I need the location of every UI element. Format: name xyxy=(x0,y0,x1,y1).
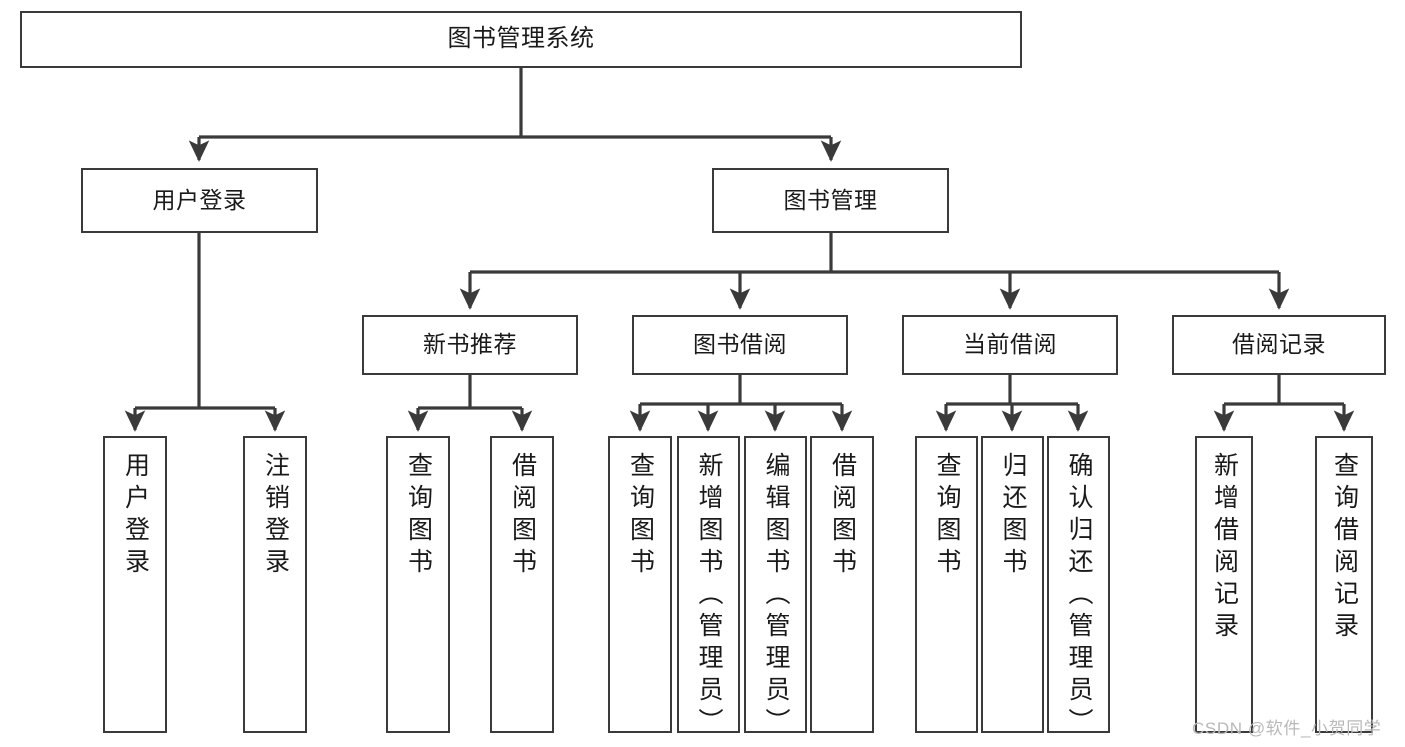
node-label: 用户登录 xyxy=(152,186,247,213)
node-label: 图书借阅 xyxy=(693,331,787,358)
node-label: 新书推荐 xyxy=(423,331,517,358)
csdn-watermark: CSDN @软件_小贺同学 xyxy=(1192,719,1382,738)
node-label: 图书管理 xyxy=(783,186,878,213)
leaf-book-borrow-edit-book-admin[interactable]: 编辑图书（管理员） xyxy=(744,436,807,740)
node-new-book-recommend[interactable]: 新书推荐 xyxy=(362,315,578,375)
node-label: 新增借阅记录 xyxy=(1210,452,1239,644)
node-label: 确认归还（管理员） xyxy=(1065,452,1093,740)
node-user-login[interactable]: 用户登录 xyxy=(81,168,318,233)
leaf-borrow-record-add-record[interactable]: 新增借阅记录 xyxy=(1195,436,1253,733)
leaf-new-book-borrow-book[interactable]: 借阅图书 xyxy=(490,436,554,733)
node-label: 新增图书（管理员） xyxy=(695,452,723,740)
node-borrow-record[interactable]: 借阅记录 xyxy=(1172,315,1386,375)
leaf-current-borrow-confirm-return-admin[interactable]: 确认归还（管理员） xyxy=(1047,436,1110,740)
leaf-book-borrow-add-book-admin[interactable]: 新增图书（管理员） xyxy=(677,436,740,740)
leaf-book-borrow-query-book[interactable]: 查询图书 xyxy=(608,436,672,733)
node-label: 查询图书 xyxy=(626,452,655,580)
node-book-borrow[interactable]: 图书借阅 xyxy=(632,315,848,375)
node-root-book-management-system[interactable]: 图书管理系统 xyxy=(20,11,1022,68)
node-label: 查询图书 xyxy=(933,452,961,580)
node-label: 借阅记录 xyxy=(1232,331,1326,358)
node-label: 归还图书 xyxy=(999,452,1027,580)
node-label: 用户登录 xyxy=(121,452,150,580)
leaf-user-login-login[interactable]: 用户登录 xyxy=(103,436,167,733)
leaf-new-book-query-book[interactable]: 查询图书 xyxy=(386,436,450,733)
leaf-borrow-record-query-record[interactable]: 查询借阅记录 xyxy=(1315,436,1373,733)
leaf-current-borrow-query-book[interactable]: 查询图书 xyxy=(915,436,978,733)
leaf-current-borrow-return-book[interactable]: 归还图书 xyxy=(981,436,1044,733)
node-label: 查询图书 xyxy=(404,452,433,580)
node-label: 编辑图书（管理员） xyxy=(762,452,790,740)
node-current-borrow[interactable]: 当前借阅 xyxy=(902,315,1118,375)
node-label: 查询借阅记录 xyxy=(1330,452,1359,644)
node-label: 图书管理系统 xyxy=(447,25,595,53)
node-label: 借阅图书 xyxy=(508,452,537,580)
leaf-book-borrow-borrow-book[interactable]: 借阅图书 xyxy=(810,436,874,733)
node-label: 注销登录 xyxy=(261,452,290,580)
node-label: 借阅图书 xyxy=(828,452,857,580)
node-label: 当前借阅 xyxy=(963,331,1057,358)
node-book-management[interactable]: 图书管理 xyxy=(712,168,949,233)
leaf-user-login-logout[interactable]: 注销登录 xyxy=(243,436,307,733)
